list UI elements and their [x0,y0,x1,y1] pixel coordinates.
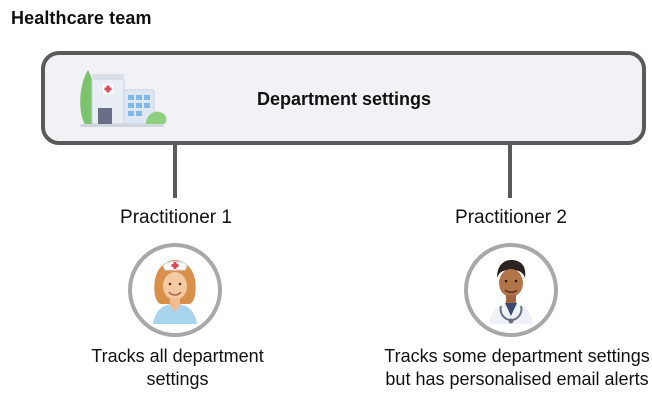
department-settings-label: Department settings [257,89,432,109]
nurse-avatar-icon [128,243,222,337]
connector-line-1 [173,145,177,198]
practitioner-1-description: Tracks all department settings [91,346,264,389]
practitioner-2-description: Tracks some department settings but has … [384,346,650,389]
connector-line-2 [508,145,512,198]
practitioner-1-name: Practitioner 1 [120,207,232,228]
practitioner-2-name: Practitioner 2 [455,207,567,228]
hospital-icon [80,70,167,127]
diagram-title: Healthcare team [11,8,152,28]
doctor-avatar-icon [464,243,558,337]
